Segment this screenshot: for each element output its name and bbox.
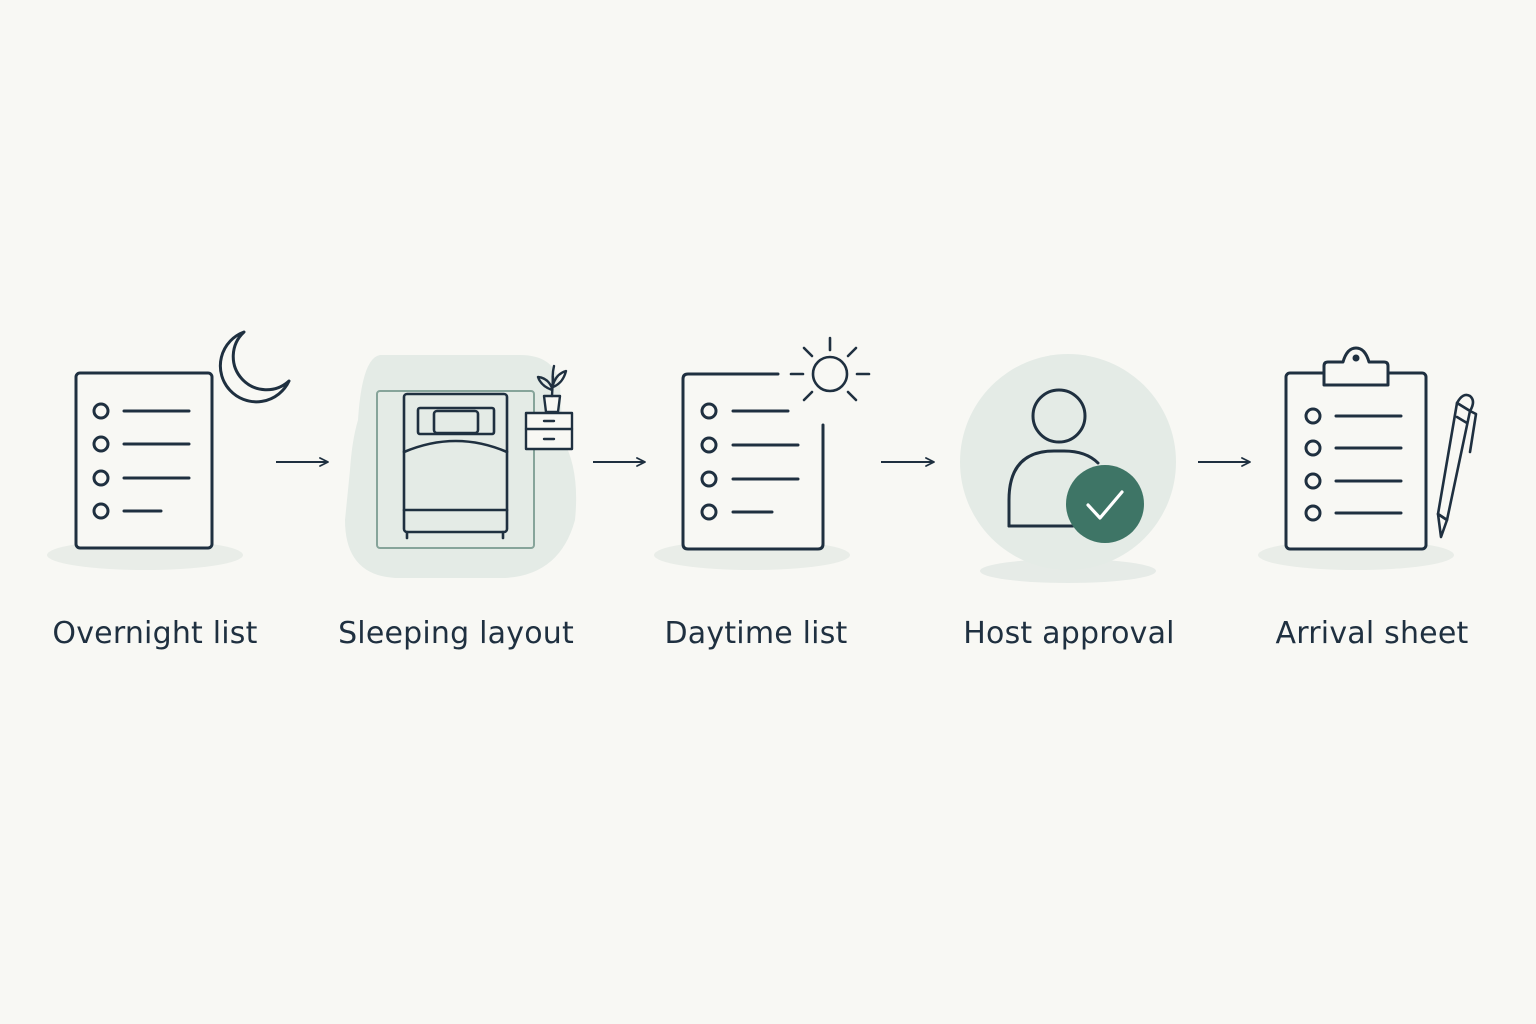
user-check-icon [960, 354, 1176, 583]
overnight-list-icon [47, 330, 291, 570]
nightstand-plant-icon [524, 364, 574, 451]
check-badge-icon [1066, 465, 1144, 543]
pencil-icon [1436, 393, 1478, 539]
step-label-arrival-sheet: Arrival sheet [1275, 616, 1469, 651]
step-label-host-approval: Host approval [963, 616, 1175, 651]
step-label-sleeping-layout: Sleeping layout [338, 616, 574, 651]
moon-icon [218, 330, 291, 404]
bed-layout-icon [345, 355, 577, 578]
sun-icon [789, 336, 871, 402]
step-label-daytime-list: Daytime list [664, 616, 848, 651]
daytime-list-icon [654, 336, 871, 570]
clipboard-pencil-icon [1258, 346, 1478, 570]
step-label-overnight-list: Overnight list [52, 616, 258, 651]
